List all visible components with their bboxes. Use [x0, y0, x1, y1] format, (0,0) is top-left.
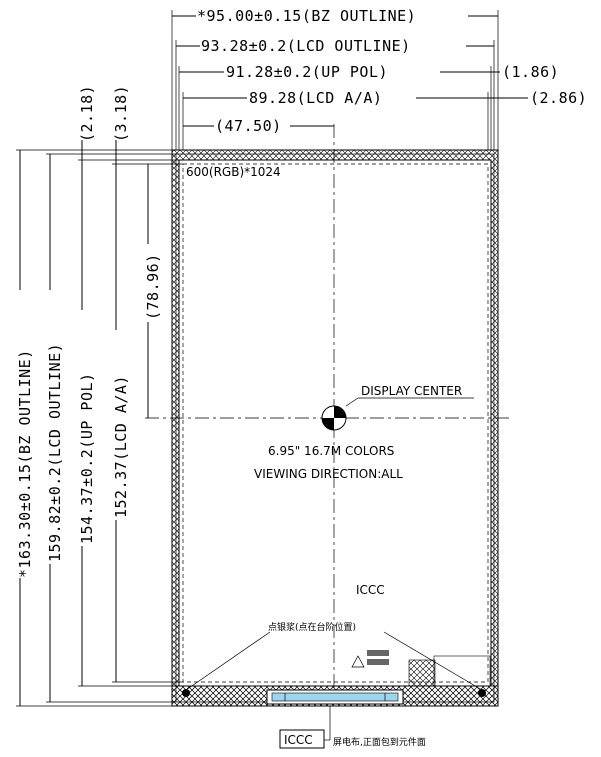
module-outline	[171, 149, 499, 707]
dim-center-offset-v: (78.96)	[144, 253, 162, 320]
dim-offset-a: (2.18)	[78, 85, 96, 142]
dim-center-offset-h: (47.50)	[215, 117, 282, 135]
marker-top-label: ICCC	[356, 583, 385, 597]
dim-lcd-outline-v: 159.82±0.2(LCD OUTLINE)	[46, 343, 64, 562]
dim-lcd-aa-offset: (2.86)	[530, 89, 587, 107]
dispensing-note: 点银浆(点在台阶位置)	[268, 621, 356, 633]
horizontal-dimensions	[171, 10, 528, 150]
dim-offset-b: (3.18)	[112, 85, 130, 142]
bottom-label-box	[279, 706, 331, 749]
size-colors-label: 6.95" 16.7M COLORS	[268, 444, 394, 458]
resolution-label: 600(RGB)*1024	[186, 165, 281, 179]
bottom-box-label: ICCC	[284, 733, 313, 747]
dim-up-pol-v: 154.37±0.2(UP POL)	[78, 372, 96, 544]
dim-lcd-aa-h: 89.28(LCD A/A)	[249, 89, 382, 107]
center-lines	[145, 124, 510, 690]
dim-up-pol-offset: (1.86)	[502, 63, 559, 81]
esd-warning-icon	[351, 650, 389, 668]
display-center-label: DISPLAY CENTER	[361, 384, 462, 398]
dim-bz-outline-v: *163.30±0.15(BZ OUTLINE)	[16, 349, 34, 578]
dim-up-pol-h: 91.28±0.2(UP POL)	[226, 63, 388, 81]
dim-bz-outline-h: *95.00±0.15(BZ OUTLINE)	[197, 7, 416, 25]
dim-lcd-outline-h: 93.28±0.2(LCD OUTLINE)	[201, 37, 411, 55]
bottom-note: 屏电布,正面包到元件面	[333, 736, 426, 748]
viewing-direction-label: VIEWING DIRECTION:ALL	[254, 467, 403, 481]
dispensing-leaders	[185, 631, 483, 691]
display-center-symbol	[321, 397, 474, 431]
vertical-dimensions	[16, 140, 183, 707]
dim-lcd-aa-v: 152.37(LCD A/A)	[112, 375, 130, 518]
